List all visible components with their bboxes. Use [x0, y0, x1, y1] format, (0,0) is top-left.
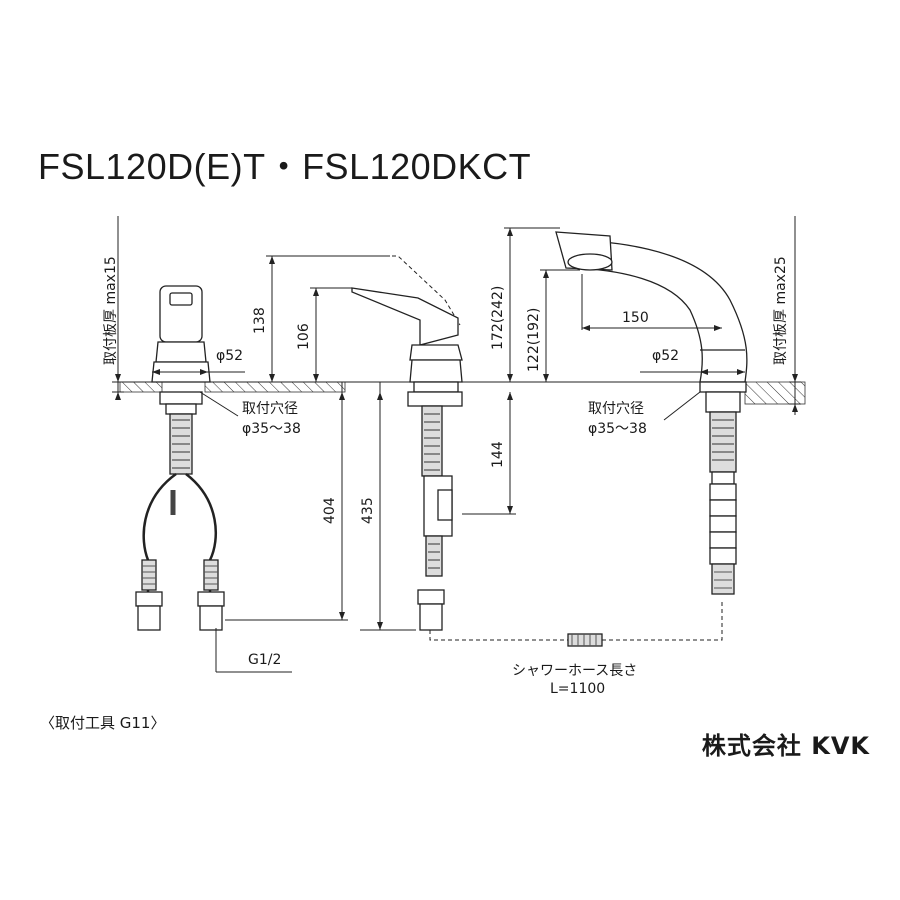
hole-right-label-2: φ35～38 [588, 421, 647, 437]
plate-thickness-left-label: 取付板厚 max15 [103, 256, 119, 365]
diameter-left-label: φ52 [216, 348, 244, 364]
dim-404-label: 404 [322, 497, 338, 524]
brand-logo-text: 株式会社 KVK [701, 732, 870, 760]
dim-150-label: 150 [622, 310, 649, 326]
hole-left-label-2: φ35～38 [242, 421, 301, 437]
hole-left-label-1: 取付穴径 [242, 401, 298, 417]
diameter-right-label: φ52 [652, 348, 680, 364]
page-title: FSL120D(E)T・FSL120DKCT [38, 146, 532, 187]
install-tool-note: 〈取付工具 G11〉 [40, 714, 166, 732]
dim-435-label: 435 [360, 497, 376, 524]
left-faucet-front-view [135, 285, 225, 631]
hole-right-label-1: 取付穴径 [588, 401, 644, 417]
dim-138-label: 138 [252, 307, 268, 334]
dim-122-label: 122(192) [526, 307, 542, 372]
middle-faucet-side-view [351, 255, 463, 631]
dimension-arrows [115, 228, 798, 630]
hose-length-label-1: シャワーホース長さ [512, 663, 638, 679]
plate-thickness-right-label: 取付板厚 max25 [773, 256, 789, 365]
hose-length-label-2: L=1100 [550, 681, 606, 697]
dim-144-label: 144 [490, 441, 506, 468]
thread-size-label: G1/2 [248, 652, 282, 668]
right-faucet-shower-view [429, 231, 748, 647]
dim-172-label: 172(242) [490, 285, 506, 350]
dim-106-label: 106 [296, 323, 312, 350]
dimension-lines [112, 216, 801, 673]
